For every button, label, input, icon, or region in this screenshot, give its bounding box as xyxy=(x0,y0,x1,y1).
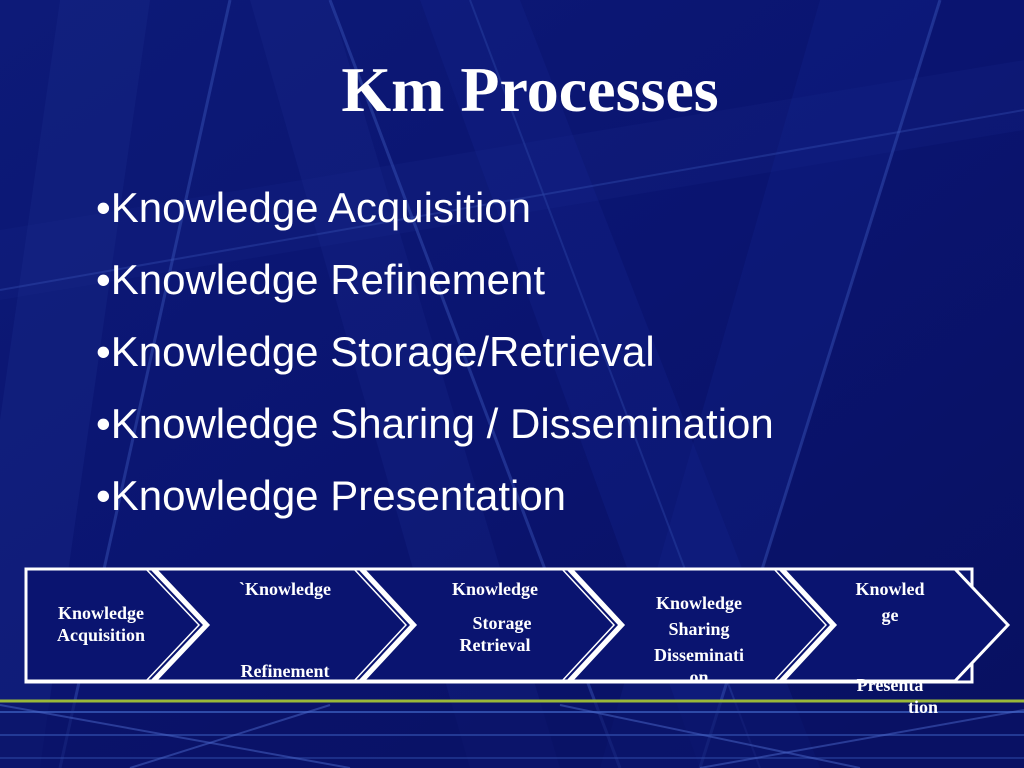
step-label-line: Presenta xyxy=(856,675,924,695)
step-label-line: Knowledge xyxy=(451,579,538,599)
step-label-line: Retrieval xyxy=(459,635,531,655)
step-label-line: Knowled xyxy=(855,579,925,599)
step-label-line: ge xyxy=(881,605,899,625)
step-label-line: tion xyxy=(907,697,938,717)
step-label-line: Sharing xyxy=(668,619,730,639)
bullet-text: Knowledge Refinement xyxy=(110,256,545,303)
process-step-4-shape xyxy=(567,567,835,683)
process-flow-diagram: Knowledge Acquisition `Knowledge Refinem… xyxy=(0,560,1024,730)
step-label-line: Acquisition xyxy=(56,625,146,645)
bullet-text: Knowledge Storage/Retrieval xyxy=(110,328,655,375)
bullet-item: •Knowledge Acquisition xyxy=(96,180,774,252)
bullet-item: •Knowledge Sharing / Dissemination xyxy=(96,396,774,468)
bullet-dot: • xyxy=(96,328,111,375)
bullet-dot: • xyxy=(96,256,111,303)
step-label-line: `Knowledge xyxy=(239,579,331,599)
bullet-dot: • xyxy=(96,400,111,447)
bullet-item: •Knowledge Refinement xyxy=(96,252,774,324)
process-step-1-shape xyxy=(24,567,208,683)
process-step-2-shape xyxy=(151,567,415,683)
bullet-list: •Knowledge Acquisition •Knowledge Refine… xyxy=(96,180,774,540)
step-label-line: Disseminati xyxy=(654,645,744,665)
step-label-line: Refinement xyxy=(240,661,330,681)
bullet-text: Knowledge Sharing / Dissemination xyxy=(110,400,774,447)
process-step-5-shape xyxy=(779,567,1011,683)
bullet-dot: • xyxy=(96,184,111,231)
step-label-line: Knowledge xyxy=(655,593,742,613)
step-label-line: Knowledge xyxy=(57,603,144,623)
process-step-5-label: Knowled ge Presenta tion xyxy=(842,578,938,718)
process-step-1-label: Knowledge Acquisition xyxy=(36,602,166,646)
process-step-2-label: `Knowledge Refinement xyxy=(220,578,350,682)
bullet-text: Knowledge Presentation xyxy=(110,472,567,519)
bullet-text: Knowledge Acquisition xyxy=(110,184,532,231)
step-label-line: on xyxy=(689,667,709,687)
step-label-line: Storage xyxy=(472,613,532,633)
bullet-item: •Knowledge Storage/Retrieval xyxy=(96,324,774,396)
process-step-4-label: Knowledge Sharing Disseminati on xyxy=(634,592,764,688)
process-step-3-label: Knowledge Storage Retrieval xyxy=(430,578,560,656)
bullet-item: •Knowledge Presentation xyxy=(96,468,774,540)
bullet-dot: • xyxy=(96,472,111,519)
process-step-3-shape xyxy=(359,567,623,683)
slide-title: Km Processes xyxy=(341,54,719,125)
